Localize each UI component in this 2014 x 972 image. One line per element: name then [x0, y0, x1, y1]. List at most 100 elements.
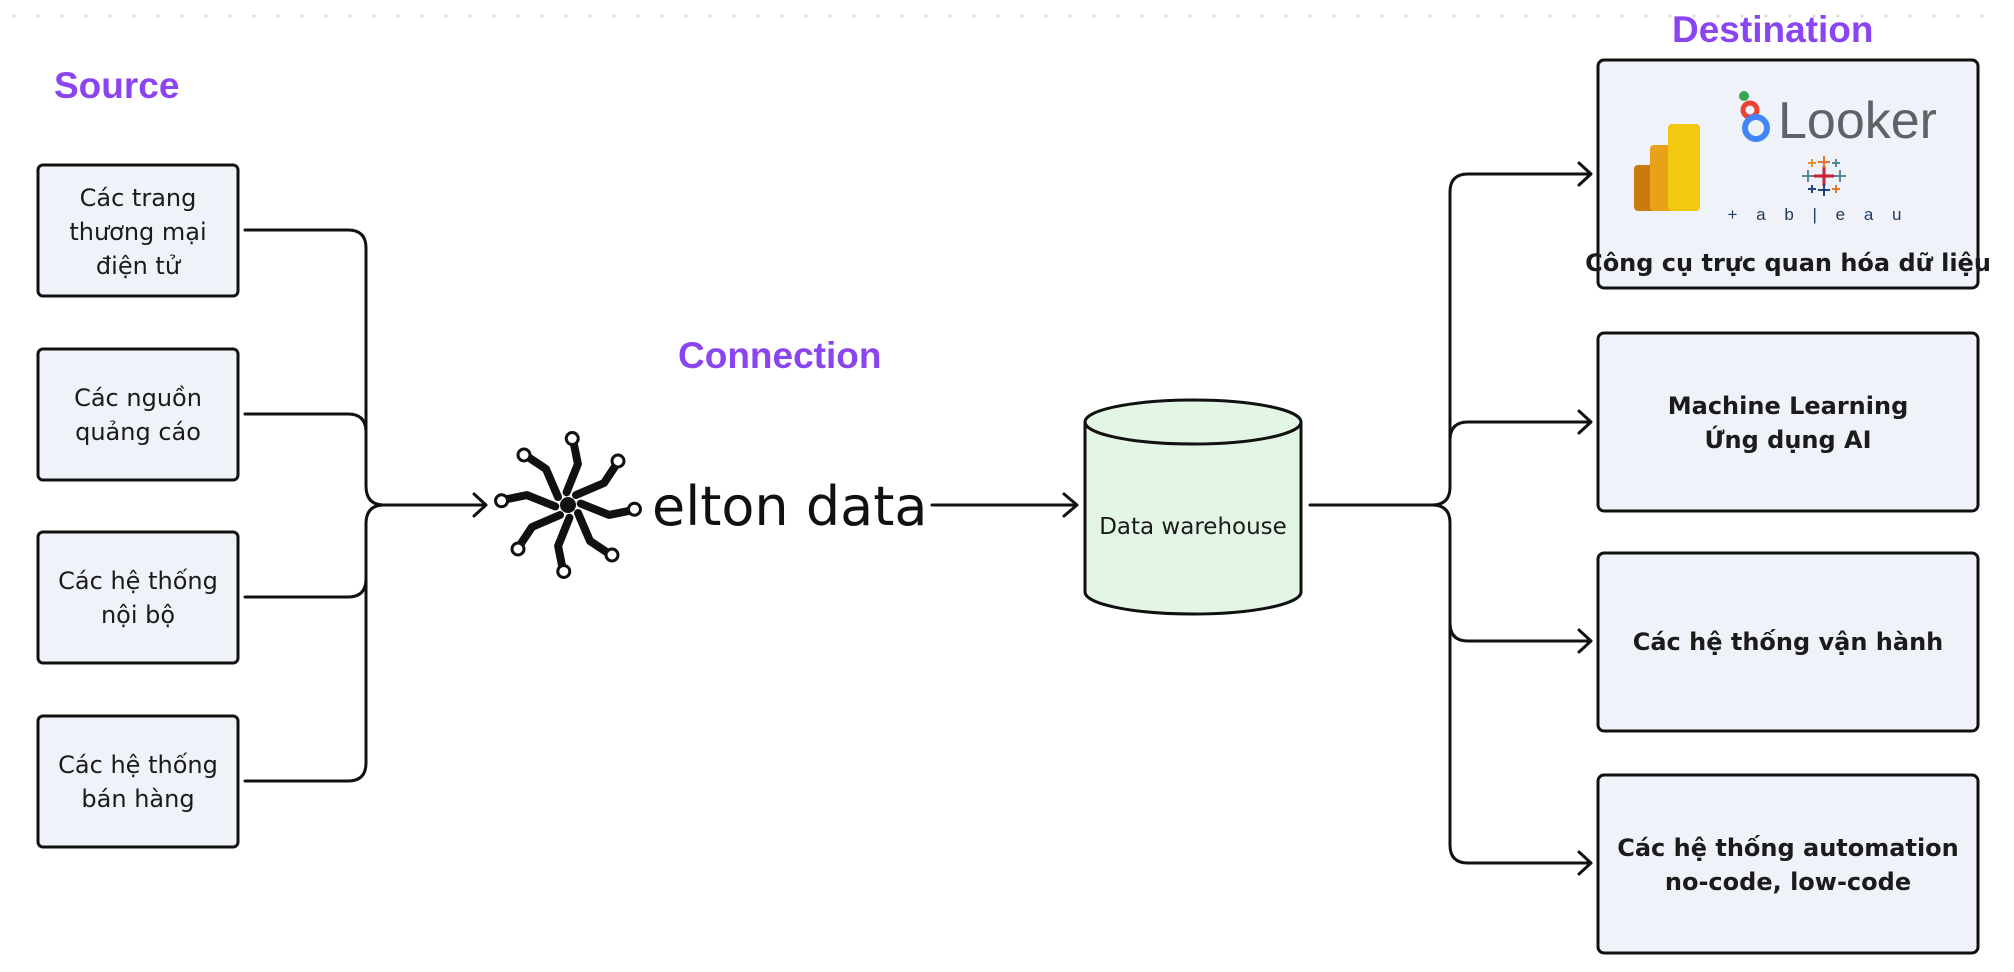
guide-dot — [1260, 14, 1264, 18]
tableau-cross — [1832, 185, 1840, 193]
looker-wordmark: Looker — [1778, 92, 1937, 150]
source-label-line: điện tử — [96, 252, 182, 280]
guide-dot — [1332, 14, 1336, 18]
warehouse-cylinder-body — [1083, 422, 1303, 616]
looker-icon — [1739, 91, 1770, 142]
guide-dot — [804, 14, 808, 18]
data-warehouse-node[interactable]: Data warehouse — [1083, 398, 1303, 616]
connector-line — [1448, 621, 1592, 643]
guide-dot — [348, 14, 352, 18]
tableau-wordmark: + a b | e a u — [1728, 205, 1909, 224]
guide-dot — [1572, 14, 1576, 18]
connection-title: Connection — [678, 335, 881, 376]
logo-arm — [576, 499, 642, 519]
tableau-cross — [1832, 159, 1840, 167]
connector-line — [1430, 503, 1592, 865]
guide-dot — [1980, 14, 1984, 18]
guide-dot — [204, 14, 208, 18]
guide-dot — [1692, 14, 1696, 18]
guide-dot — [1380, 14, 1384, 18]
source-node-sales-systems[interactable]: Các hệ thống bán hàng — [36, 714, 240, 849]
top-dotted-guide — [12, 14, 1984, 18]
destination-node-automation[interactable]: Các hệ thống automation no-code, low-cod… — [1596, 773, 1980, 955]
source-node-ads[interactable]: Các nguồn quảng cáo — [36, 347, 240, 482]
arrowhead — [1577, 628, 1593, 654]
elton-logo-icon — [494, 431, 642, 579]
source-label-line: thương mại — [69, 218, 206, 246]
guide-dot — [444, 14, 448, 18]
source-label-line: bán hàng — [81, 785, 194, 813]
arrowhead — [1577, 161, 1593, 187]
logo-hub — [560, 497, 576, 513]
guide-dot — [1740, 14, 1744, 18]
source-connectors — [243, 228, 488, 783]
source-label-line: Các nguồn — [74, 384, 202, 412]
guide-dot — [1716, 14, 1720, 18]
guide-dot — [1068, 14, 1072, 18]
guide-dot — [1788, 14, 1792, 18]
destination-label-line: no-code, low-code — [1665, 868, 1911, 896]
guide-dot — [756, 14, 760, 18]
elton-data-brand-text: elton data — [652, 475, 927, 538]
guide-dot — [1092, 14, 1096, 18]
guide-dot — [1932, 14, 1936, 18]
tableau-cross — [1834, 170, 1846, 182]
destination-connectors — [1308, 161, 1593, 876]
source-node-internal-systems[interactable]: Các hệ thống nội bộ — [36, 530, 240, 665]
guide-dot — [468, 14, 472, 18]
guide-dot — [972, 14, 976, 18]
guide-dot — [1956, 14, 1960, 18]
guide-dot — [1860, 14, 1864, 18]
guide-dot — [1164, 14, 1168, 18]
guide-dot — [1212, 14, 1216, 18]
guide-dot — [1764, 14, 1768, 18]
logo-arm — [510, 511, 564, 557]
power-bi-icon — [1634, 124, 1700, 211]
connector-line — [1448, 420, 1592, 442]
guide-dot — [996, 14, 1000, 18]
guide-dot — [780, 14, 784, 18]
guide-dot — [60, 14, 64, 18]
guide-dot — [492, 14, 496, 18]
tableau-cross — [1818, 156, 1830, 168]
guide-dot — [564, 14, 568, 18]
tableau-cross — [1802, 170, 1814, 182]
guide-dot — [252, 14, 256, 18]
guide-dot — [1812, 14, 1816, 18]
guide-dot — [684, 14, 688, 18]
guide-dot — [1452, 14, 1456, 18]
guide-dot — [1596, 14, 1600, 18]
destination-node-machine-learning[interactable]: Machine Learning Ứng dụng AI — [1596, 331, 1980, 513]
guide-dot — [1524, 14, 1528, 18]
connector-line — [1430, 172, 1592, 507]
guide-dot — [1308, 14, 1312, 18]
guide-dot — [732, 14, 736, 18]
guide-dot — [396, 14, 400, 18]
guide-dot — [828, 14, 832, 18]
guide-dot — [228, 14, 232, 18]
guide-dot — [1140, 14, 1144, 18]
destination-label-line: Ứng dụng AI — [1704, 424, 1871, 454]
connection-to-warehouse — [930, 492, 1079, 518]
tableau-icon — [1802, 156, 1846, 196]
guide-dot — [324, 14, 328, 18]
logo-arm — [494, 491, 560, 511]
source-title: Source — [54, 65, 179, 106]
destination-node-bi-tools[interactable]: Looker + a b | e a u Công cụ trực quan h… — [1585, 58, 1991, 290]
tableau-cross — [1808, 185, 1816, 193]
guide-dot — [420, 14, 424, 18]
elton-data-logo[interactable]: elton data — [493, 430, 927, 580]
connector-line — [243, 228, 386, 507]
destination-node-operations[interactable]: Các hệ thống vận hành — [1596, 551, 1980, 733]
looker-logo: Looker — [1739, 91, 1937, 150]
arrowhead — [1062, 492, 1079, 518]
guide-dot — [36, 14, 40, 18]
guide-dot — [300, 14, 304, 18]
tableau-logo: + a b | e a u — [1728, 156, 1909, 224]
guide-dot — [1476, 14, 1480, 18]
guide-dot — [612, 14, 616, 18]
source-node-ecommerce[interactable]: Các trang thương mại điện tử — [36, 163, 240, 298]
guide-dot — [636, 14, 640, 18]
arrowhead — [472, 492, 488, 518]
